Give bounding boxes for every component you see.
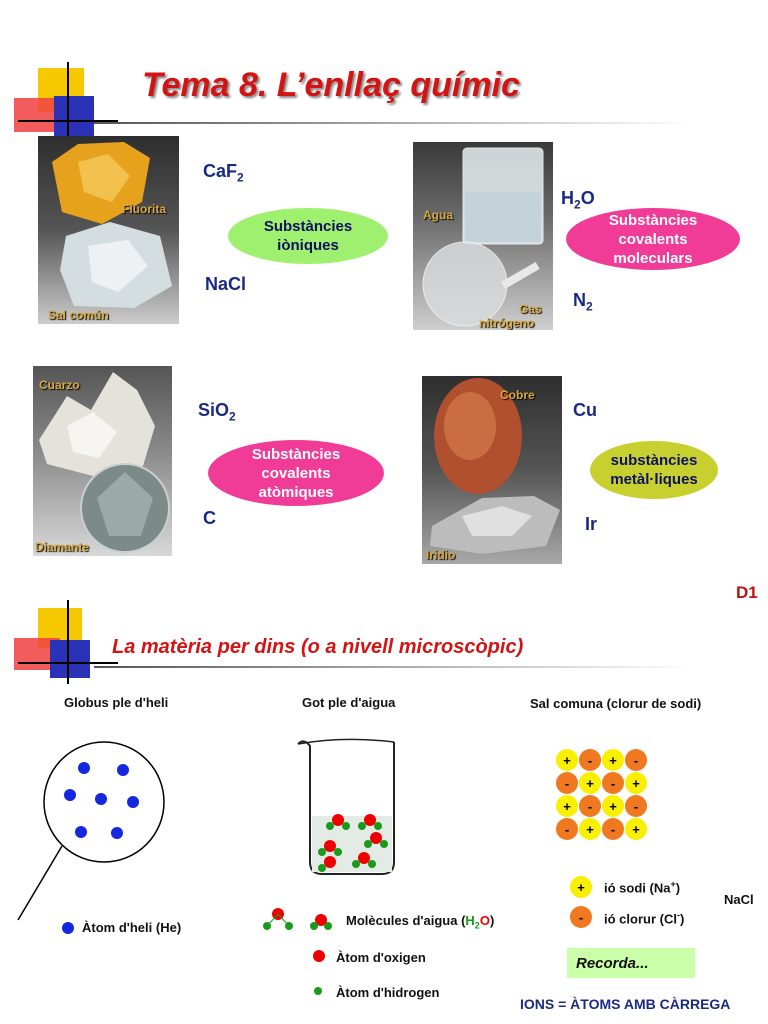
sodium-ion-icon: + <box>570 876 592 898</box>
formula-caf2: CaF2 <box>203 161 244 185</box>
salt-caption: Sal comuna (clorur de sodi) <box>530 696 702 711</box>
chloride-ion: - <box>556 772 578 794</box>
beaker-flask-illustration <box>422 147 544 327</box>
subtitle-underline <box>94 666 694 668</box>
photo-label-sal: Sal común <box>48 308 109 322</box>
photo-water-nitrogen: Agua Gas nitrógeno <box>413 142 553 330</box>
sodium-ion: + <box>602 749 624 771</box>
salt-formula: NaCl <box>724 892 754 907</box>
photo-label-gas: Gas <box>519 302 542 316</box>
formula-nacl: NaCl <box>205 274 247 294</box>
helium-caption: Globus ple d'heli <box>64 695 169 710</box>
footer-ions: IONS = ÀTOMS AMB CÀRREGA <box>520 996 731 1012</box>
helium-balloon <box>17 741 165 921</box>
helium-atom <box>75 826 87 838</box>
helium-atom <box>78 762 90 774</box>
chloride-ion: - <box>579 749 601 771</box>
photo-label-agua: Agua <box>423 208 453 222</box>
beaker-illustration <box>297 738 395 875</box>
slide-code: D1 <box>736 583 758 602</box>
sodium-ion: + <box>579 818 601 840</box>
chloride-ion: - <box>602 772 624 794</box>
quartz-diamond-illustration <box>39 372 170 553</box>
formula-h2o: H2O <box>561 188 595 212</box>
subtitle: La matèria per dins (o a nivell microscò… <box>112 636 524 658</box>
hydrogen-legend-dot <box>314 987 322 995</box>
chloride-ion: - <box>625 795 647 817</box>
helium-atom <box>111 827 123 839</box>
photo-label-fluorita: Fluorita <box>122 202 166 216</box>
sodium-ion: + <box>556 749 578 771</box>
formula-sio2: SiO2 <box>198 400 236 424</box>
page-title: Tema 8. L’enllaç químic <box>142 66 520 104</box>
copper-iridium-illustration <box>430 378 560 554</box>
helium-legend: Àtom d'heli (He) <box>82 920 182 935</box>
formula-n2: N2 <box>573 290 593 314</box>
formula-c: C <box>203 508 216 528</box>
chloride-ion: - <box>556 818 578 840</box>
crystal-illustration <box>52 142 172 308</box>
water-molecule-icons <box>263 908 332 930</box>
oxygen-legend-dot <box>313 950 325 962</box>
sodium-ion: + <box>579 772 601 794</box>
water-legend-hydrogen: Àtom d'hidrogen <box>336 985 440 1000</box>
helium-atom <box>117 764 129 776</box>
water-legend-oxygen: Àtom d'oxigen <box>336 950 426 965</box>
formula-cu: Cu <box>573 400 597 420</box>
sodium-ion: + <box>625 818 647 840</box>
ion-lattice: +-+--+-++-+--+-+ <box>556 749 652 845</box>
photo-label-cuarzo: Cuarzo <box>39 378 80 392</box>
helium-atom <box>127 796 139 808</box>
water-caption: Got ple d'aigua <box>302 695 396 710</box>
sodium-ion: + <box>602 795 624 817</box>
helium-legend-dot <box>62 922 74 934</box>
water-legend-molecule: Molècules d'aigua (H2O) <box>346 913 495 931</box>
photo-fluorite-salt: Fluorita Sal común <box>38 136 179 324</box>
photo-label-nitrogeno: nitrógeno <box>479 316 535 330</box>
photo-quartz-diamond: Cuarzo Diamante <box>33 366 172 556</box>
formula-ir: Ir <box>585 514 598 534</box>
chloride-ion: - <box>579 795 601 817</box>
chloride-ion: - <box>602 818 624 840</box>
chloride-ion-icon: - <box>570 906 592 928</box>
recorda-box: Recorda... <box>567 948 695 978</box>
helium-atom <box>95 793 107 805</box>
chloride-ion: - <box>625 749 647 771</box>
salt-legend-sodium: ió sodi (Na+) <box>604 879 681 896</box>
photo-label-iridio: Iridio <box>426 548 456 562</box>
helium-atom <box>64 789 76 801</box>
photo-copper-iridium: Cobre Iridio <box>422 376 562 564</box>
photo-label-cobre: Cobre <box>500 388 535 402</box>
title-underline <box>94 122 694 124</box>
sodium-ion: + <box>556 795 578 817</box>
salt-legend-chloride: ió clorur (Cl-) <box>604 910 685 927</box>
sodium-ion: + <box>625 772 647 794</box>
photo-label-diamante: Diamante <box>35 540 90 554</box>
